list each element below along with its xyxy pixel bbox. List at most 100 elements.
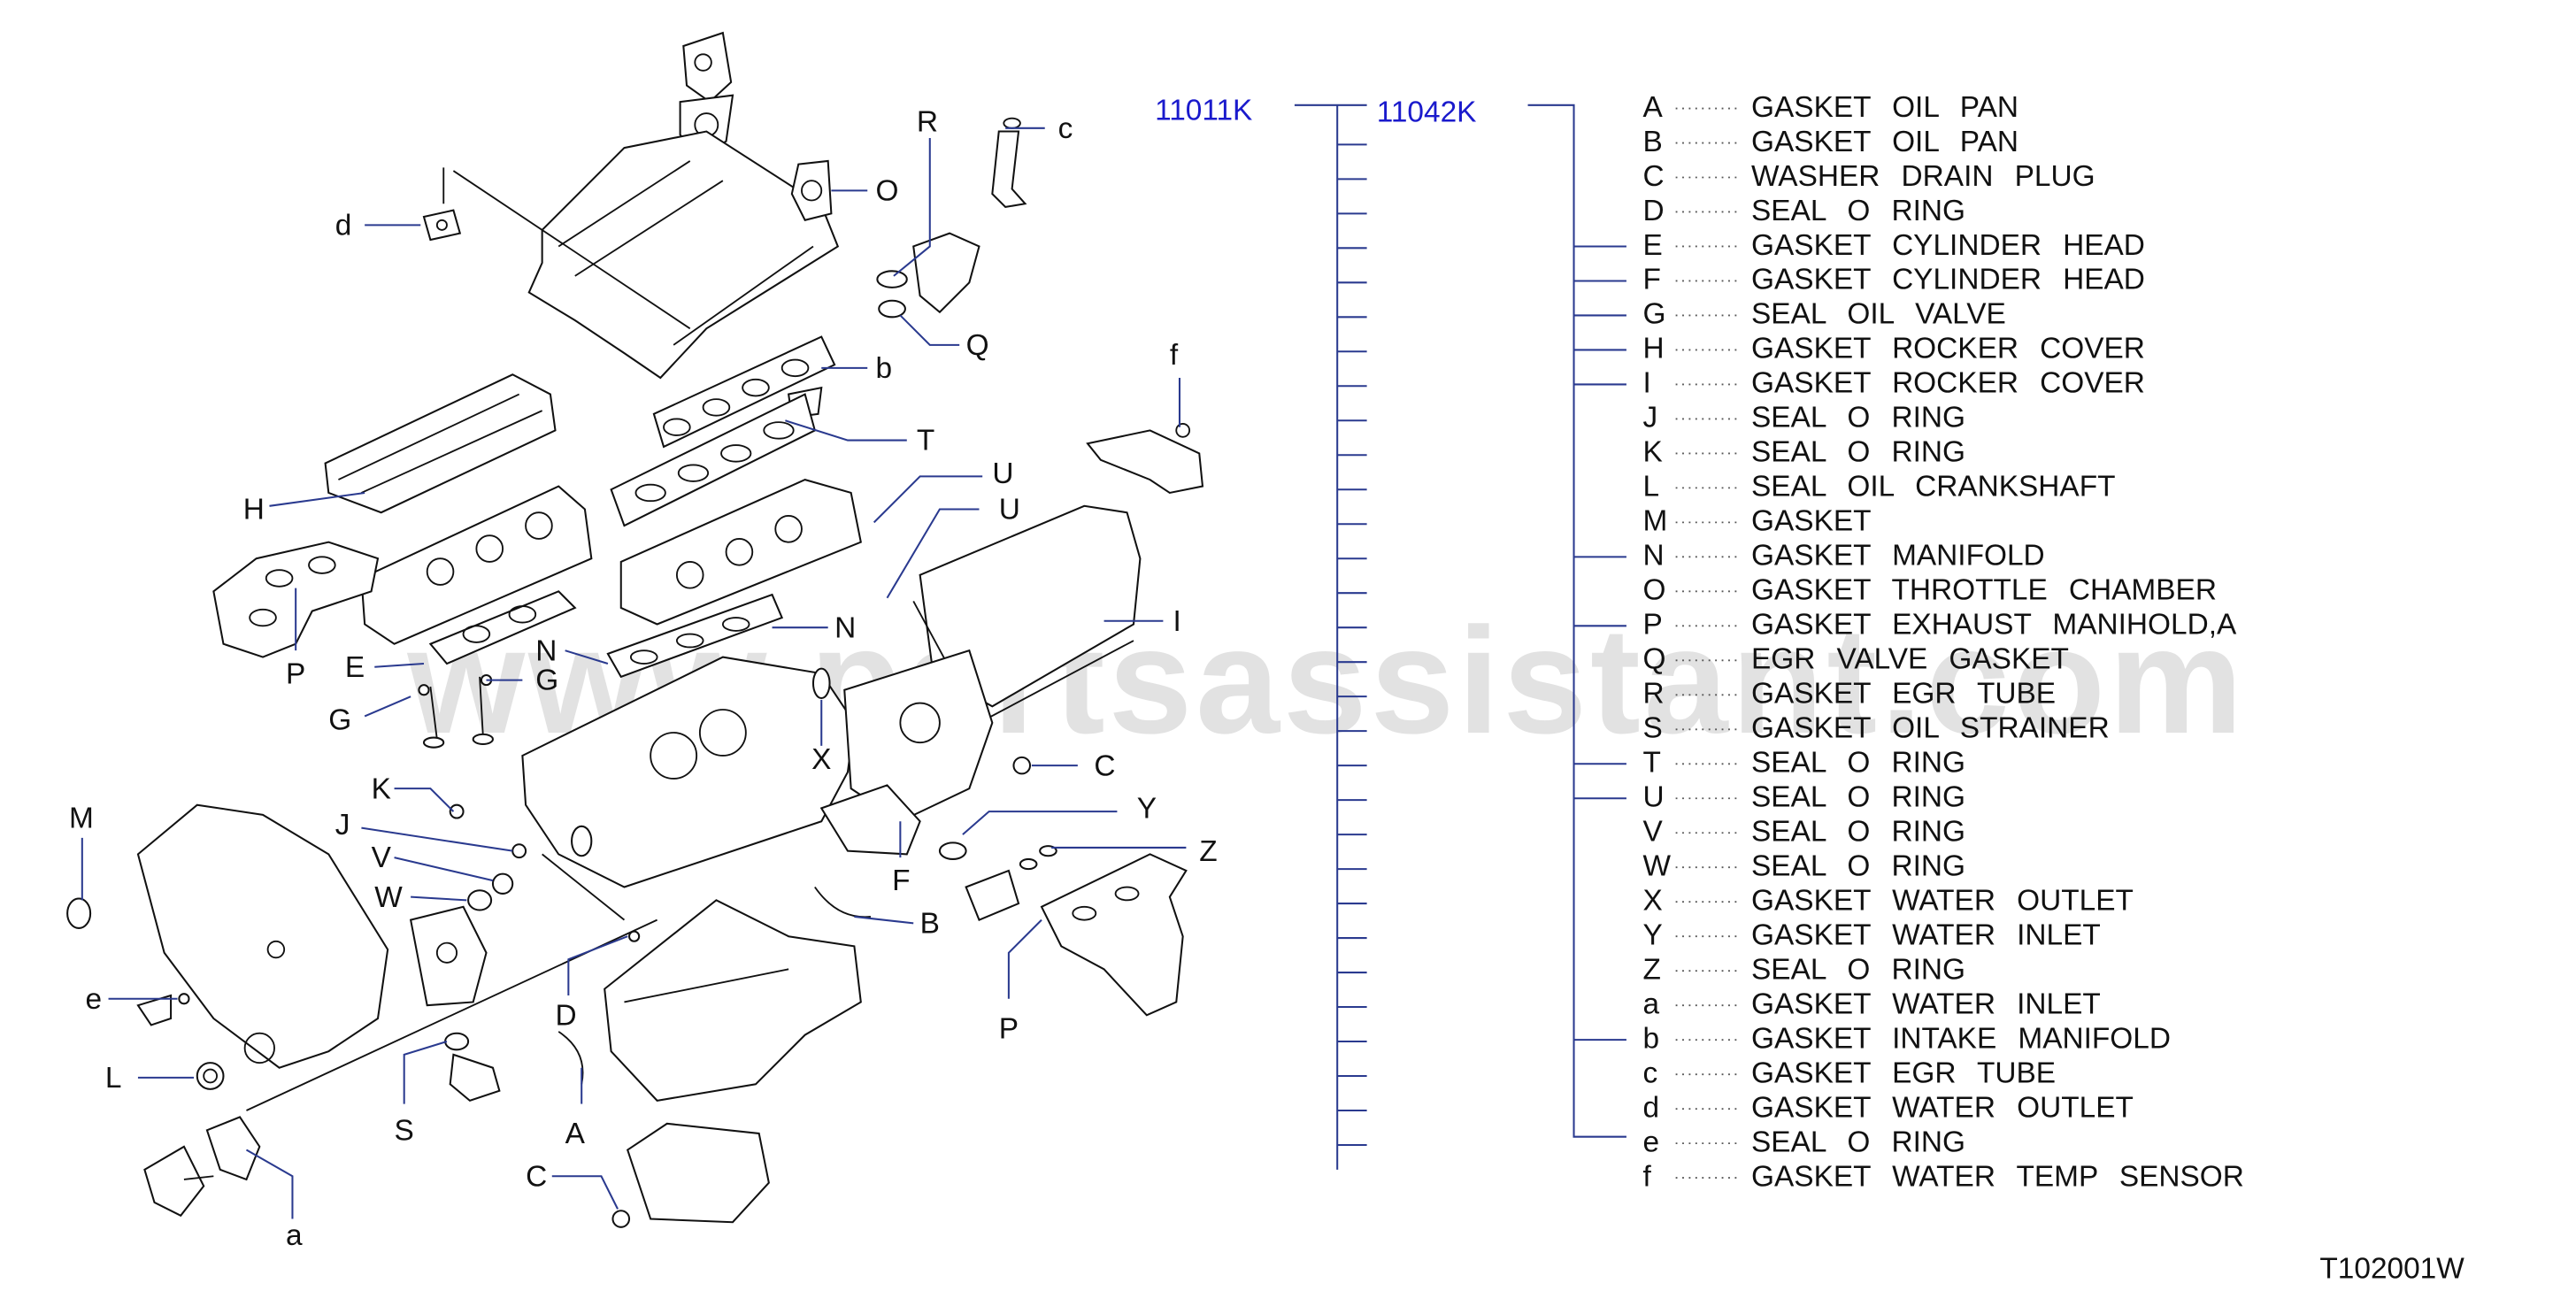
timing-cover-drawing <box>136 803 389 1069</box>
parts-row: e SEAL O RING <box>1643 1126 1965 1158</box>
part-letter: Y <box>1643 918 1663 951</box>
callout-f: f <box>1170 339 1179 372</box>
callout-U2: U <box>999 494 1020 526</box>
tree-ticks <box>1337 143 1367 1147</box>
part-name: GASKET OIL PAN <box>1751 126 2019 158</box>
callout-F: F <box>892 864 910 897</box>
callout-V: V <box>372 841 392 874</box>
callout-Y: Y <box>1137 793 1157 826</box>
callout-G1: G <box>328 703 351 736</box>
callout-H: H <box>243 494 265 526</box>
part-name: WASHER DRAIN PLUG <box>1751 160 2095 193</box>
part-name: GASKET EXHAUST MANIHOLD,A <box>1751 609 2237 642</box>
part-name: GASKET THROTTLE CHAMBER <box>1751 574 2217 607</box>
part-letter: D <box>1643 195 1665 227</box>
part-name: GASKET INTAKE MANIFOLD <box>1751 1022 2171 1055</box>
rocker-cover-h-drawing <box>324 373 557 514</box>
part-letter: e <box>1643 1126 1660 1158</box>
cylinder-head-right-drawing <box>619 479 862 626</box>
part-letter: B <box>1643 126 1663 158</box>
part-letter: K <box>1643 436 1663 469</box>
parts-row: d GASKET WATER OUTLET <box>1643 1091 2134 1124</box>
intake-collector-drawing <box>527 130 840 380</box>
part-name: GASKET WATER OUTLET <box>1751 1091 2134 1124</box>
part-letter: S <box>1643 712 1663 745</box>
callout-A: A <box>565 1118 586 1150</box>
throttle-gasket-drawing <box>682 31 733 104</box>
callout-d: d <box>335 209 352 242</box>
part-letter: V <box>1643 816 1664 849</box>
part-name: GASKET MANIFOLD <box>1751 540 2045 572</box>
callout-leaders <box>81 127 1187 1219</box>
callout-K: K <box>372 772 391 805</box>
callout-O: O <box>876 174 899 207</box>
part-name: GASKET WATER INLET <box>1751 918 2101 951</box>
code-tree: 11011K 11042K <box>1155 95 1626 1170</box>
callout-c: c <box>1058 112 1073 145</box>
parts-row: G SEAL OIL VALVE <box>1643 298 2006 331</box>
callout-R: R <box>917 106 938 139</box>
callout-T: T <box>917 425 934 457</box>
part-name: SEAL OIL VALVE <box>1751 298 2006 331</box>
part-letter: T <box>1643 747 1661 780</box>
part-name: SEAL O RING <box>1751 781 1965 814</box>
callout-D: D <box>555 999 576 1032</box>
callout-b: b <box>876 352 893 385</box>
assembly-code: 11011K <box>1155 95 1252 127</box>
callout-Q: Q <box>966 329 989 362</box>
engine-block-drawing <box>521 656 856 888</box>
parts-row: P GASKET EXHAUST MANIHOLD,A <box>1643 609 2237 642</box>
part-name: SEAL O RING <box>1751 436 1965 469</box>
water-inlet-a-drawing <box>143 1145 205 1218</box>
part-name: SEAL O RING <box>1751 402 1965 434</box>
part-letter: P <box>1643 609 1663 642</box>
part-letter: N <box>1643 540 1665 572</box>
part-name: SEAL O RING <box>1751 953 1965 986</box>
part-letter: E <box>1643 229 1663 262</box>
kit-code: 11042K <box>1377 96 1477 128</box>
part-letter: O <box>1643 574 1666 607</box>
callout-G2: G <box>535 665 558 697</box>
callout-C2: C <box>526 1160 547 1193</box>
part-name: GASKET WATER TEMP SENSOR <box>1751 1160 2244 1193</box>
parts-row: b GASKET INTAKE MANIFOLD <box>1643 1022 2171 1055</box>
callout-U1: U <box>992 457 1013 490</box>
part-letter: A <box>1643 91 1664 124</box>
part-letter: M <box>1643 505 1668 538</box>
exhaust-manifold-right-drawing <box>1040 853 1188 1017</box>
parts-row: Q EGR VALVE GASKET <box>1643 643 2069 676</box>
figure-id: T102001W <box>2319 1252 2465 1285</box>
part-letter: b <box>1643 1022 1660 1055</box>
part-name: GASKET CYLINDER HEAD <box>1751 264 2145 296</box>
part-name: EGR VALVE GASKET <box>1751 643 2069 676</box>
callout-Z: Z <box>1199 835 1217 868</box>
part-name: SEAL O RING <box>1751 1126 1965 1158</box>
part-letter: G <box>1643 298 1666 331</box>
part-letter: Q <box>1643 643 1666 676</box>
parts-row: O GASKET THROTTLE CHAMBER <box>1643 574 2217 607</box>
part-letter: F <box>1643 264 1661 296</box>
part-letter: J <box>1643 402 1658 434</box>
callout-X: X <box>811 743 831 776</box>
cylinder-head-left-drawing <box>360 485 593 645</box>
part-name: GASKET ROCKER COVER <box>1751 333 2145 365</box>
part-letter: d <box>1643 1091 1660 1124</box>
oil-pan-upper-drawing <box>604 899 862 1102</box>
part-name: SEAL OIL CRANKSHAFT <box>1751 471 2116 503</box>
part-name: GASKET EGR TUBE <box>1751 1057 2056 1089</box>
